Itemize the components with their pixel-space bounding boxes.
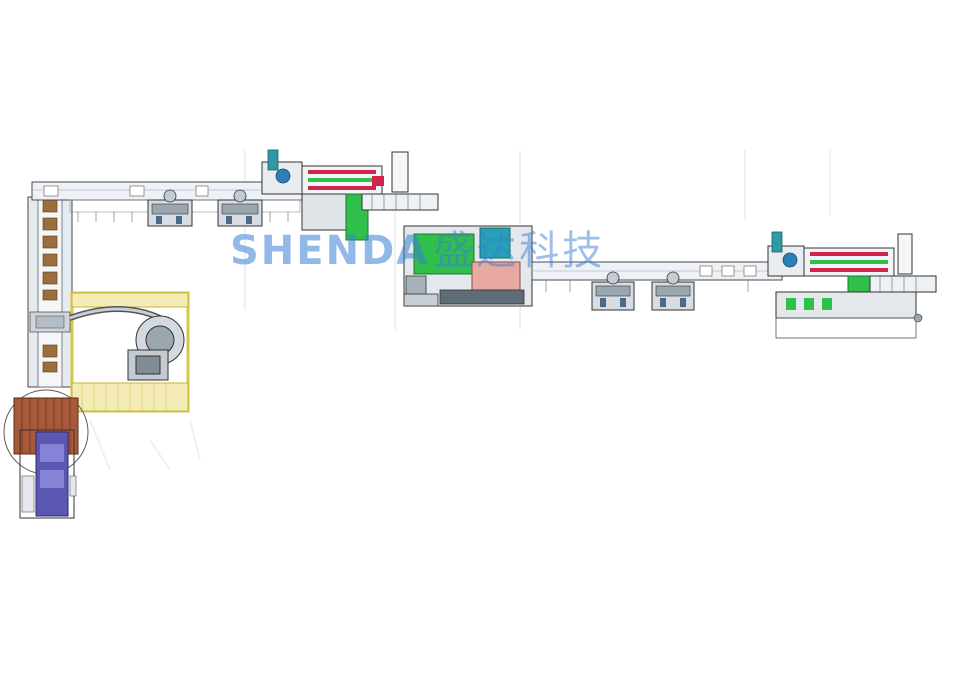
right-filler-area	[767, 231, 937, 339]
central-machine	[403, 225, 533, 307]
right-conveyor	[531, 261, 783, 292]
conveyor-cartons	[42, 199, 58, 373]
packer-station-3	[591, 271, 635, 311]
packer-station-4	[651, 271, 695, 311]
left-vertical-conveyor	[27, 196, 73, 388]
watermark-chinese: 盛达科技	[433, 228, 606, 274]
watermark-latin: SHENDA	[230, 228, 430, 274]
palletizer	[3, 389, 89, 519]
fence-mesh	[81, 383, 167, 411]
packer-station-2	[217, 189, 263, 227]
packer-station-1	[147, 189, 193, 227]
filler-area	[261, 149, 439, 241]
robot-arm	[68, 306, 185, 381]
robot-cell	[68, 291, 190, 413]
